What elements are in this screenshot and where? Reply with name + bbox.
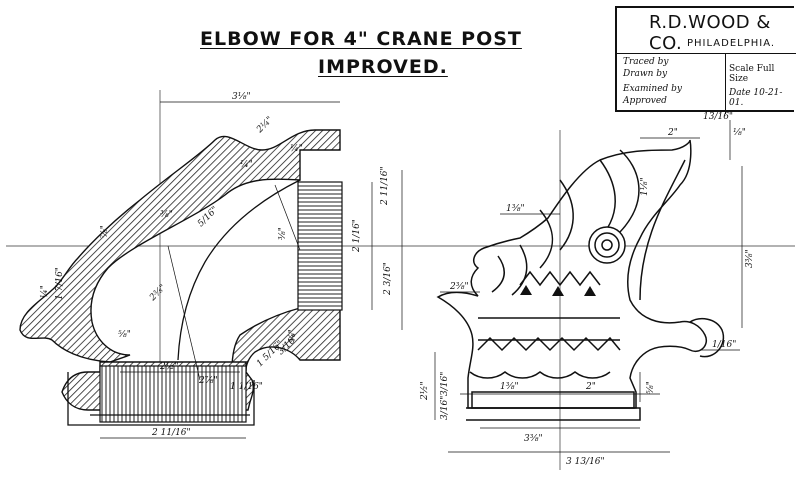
dim-3-16a: 3/16" xyxy=(440,371,450,396)
dim-3-8c: ⅜" xyxy=(288,329,298,342)
dim-1-4c: ¼" xyxy=(40,285,50,298)
dim-1-16: 1/16" xyxy=(712,340,737,350)
scale-label: Scale Full Size xyxy=(729,64,775,84)
dim-3-13-16: 3 13/16" xyxy=(566,457,605,467)
dim-1-1-16: 1 1/16" xyxy=(230,382,263,392)
dim-1-8: ⅛" xyxy=(733,128,746,138)
dim-2-7-8: 2⅞" xyxy=(199,376,218,386)
approved-label: Approved xyxy=(623,96,667,106)
dim-2-3-8: 2⅜" xyxy=(450,282,469,292)
eye-icon xyxy=(588,226,626,264)
dim-2-1-16: 2 1/16" xyxy=(352,219,362,252)
ornament-details xyxy=(520,285,596,296)
dim-2-11-16: 2 11/16" xyxy=(380,166,390,205)
company-city: PHILADELPHIA. xyxy=(687,38,776,49)
drawn-by-label: Drawn by xyxy=(623,69,668,79)
examined-by-label: Examined by xyxy=(623,84,683,94)
dim-bottom-width: 2 11/16" xyxy=(152,428,191,438)
dim-1-4: ¼" xyxy=(240,160,253,170)
dim-1-7-16: 1 7/16" xyxy=(55,267,65,300)
dim-2b: 2" xyxy=(586,382,596,392)
bottom-thread xyxy=(99,365,247,423)
dim-7-8: ⅞" xyxy=(100,225,110,238)
dim-1-1-8: 1⅛" xyxy=(640,177,650,196)
dim-3-8a: ⅜" xyxy=(160,210,173,220)
dim-3-16b: 3/16" xyxy=(440,395,450,420)
dim-2: 2" xyxy=(668,128,678,138)
elevation-view xyxy=(436,139,725,421)
title-block-divider-vertical xyxy=(725,53,726,114)
dim-1-3-8: 1⅜" xyxy=(506,204,525,214)
dim-1-4b: ¼" xyxy=(290,144,303,154)
dim-5-8: ⅝" xyxy=(118,330,131,340)
dim-2-3-16: 2 3/16" xyxy=(383,262,393,295)
right-dimension-lines xyxy=(434,120,743,453)
dim-3-3-8b: 3⅜" xyxy=(524,434,543,444)
title-block-divider xyxy=(617,53,796,54)
drawing-subtitle: IMPROVED. xyxy=(318,56,448,78)
traced-by-label: Traced by xyxy=(623,57,669,67)
left-dimension-lines xyxy=(100,101,403,439)
dim-13-16: 13/16" xyxy=(703,112,734,122)
date-label: Date 10-21-01. xyxy=(729,88,783,108)
drawing-title: ELBOW FOR 4" CRANE POST xyxy=(200,28,522,50)
dim-2-1-2: 2½" xyxy=(160,362,179,372)
dim-2-1-2: 2½" xyxy=(420,381,430,400)
dim-1-3-8b: 1⅜" xyxy=(500,382,519,392)
dim-3-3-8: 3⅜" xyxy=(745,249,755,268)
dim-3-8b: ⅜" xyxy=(278,227,288,240)
company-name: R.D.WOOD & CO. xyxy=(649,12,771,54)
dim-top-width: 3⅛" xyxy=(232,92,251,102)
side-thread xyxy=(297,181,343,311)
title-block: R.D.WOOD & CO. PHILADELPHIA. Traced by D… xyxy=(615,6,796,114)
dim-5-8: ⅝" xyxy=(646,381,656,394)
